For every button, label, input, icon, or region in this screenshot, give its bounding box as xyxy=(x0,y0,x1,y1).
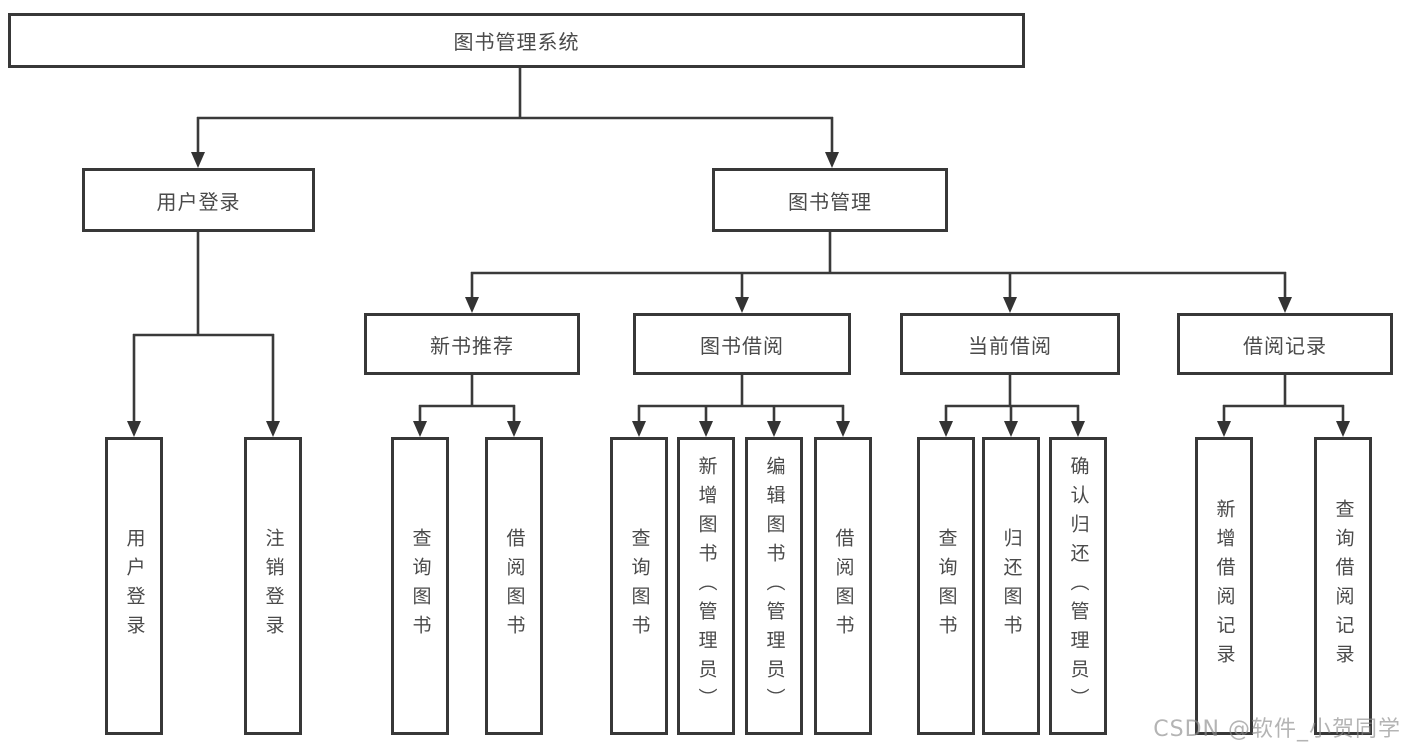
leaf-user-login: 用户登录 xyxy=(105,437,163,735)
node-borrow-records: 借阅记录 xyxy=(1177,313,1393,375)
leaf-add-books-admin: 新增图书（管理员） xyxy=(677,437,735,735)
leaf-borrow-books-recommend: 借阅图书 xyxy=(485,437,543,735)
node-label: 当前借阅 xyxy=(968,333,1052,358)
node-user-login: 用户登录 xyxy=(82,168,315,232)
leaf-label: 查询图书 xyxy=(628,528,651,644)
leaf-label: 确认归还（管理员） xyxy=(1067,455,1090,717)
leaf-label: 借阅图书 xyxy=(832,528,855,644)
leaf-logout: 注销登录 xyxy=(244,437,302,735)
node-label: 图书管理 xyxy=(788,189,872,214)
leaf-label: 注销登录 xyxy=(262,528,285,644)
leaf-edit-books-admin: 编辑图书（管理员） xyxy=(745,437,803,735)
leaf-label: 新增图书（管理员） xyxy=(695,455,718,717)
node-label: 新书推荐 xyxy=(430,333,514,358)
node-label: 图书借阅 xyxy=(700,333,784,358)
leaf-return-books: 归还图书 xyxy=(982,437,1040,735)
leaf-borrow-books: 借阅图书 xyxy=(814,437,872,735)
leaf-search-books-recommend: 查询图书 xyxy=(391,437,449,735)
leaf-label: 新增借阅记录 xyxy=(1213,499,1236,673)
leaf-search-borrow-record: 查询借阅记录 xyxy=(1314,437,1372,735)
node-book-borrow: 图书借阅 xyxy=(633,313,851,375)
node-new-book-recommend: 新书推荐 xyxy=(364,313,580,375)
leaf-label: 借阅图书 xyxy=(503,528,526,644)
node-label: 用户登录 xyxy=(156,189,241,214)
leaf-label: 查询借阅记录 xyxy=(1332,499,1355,673)
leaf-search-books-current: 查询图书 xyxy=(917,437,975,735)
leaf-add-borrow-record: 新增借阅记录 xyxy=(1195,437,1253,735)
node-label: 图书管理系统 xyxy=(453,30,580,54)
node-book-management: 图书管理 xyxy=(712,168,948,232)
leaf-label: 查询图书 xyxy=(409,528,432,644)
leaf-search-books-borrow: 查询图书 xyxy=(610,437,668,735)
leaf-label: 编辑图书（管理员） xyxy=(763,455,786,717)
leaf-label: 归还图书 xyxy=(1000,528,1023,644)
leaf-label: 查询图书 xyxy=(935,528,958,644)
node-library-management-system: 图书管理系统 xyxy=(8,13,1025,68)
node-label: 借阅记录 xyxy=(1243,333,1327,358)
node-current-borrow: 当前借阅 xyxy=(900,313,1120,375)
leaf-confirm-return-admin: 确认归还（管理员） xyxy=(1049,437,1107,735)
leaf-label: 用户登录 xyxy=(123,528,146,644)
